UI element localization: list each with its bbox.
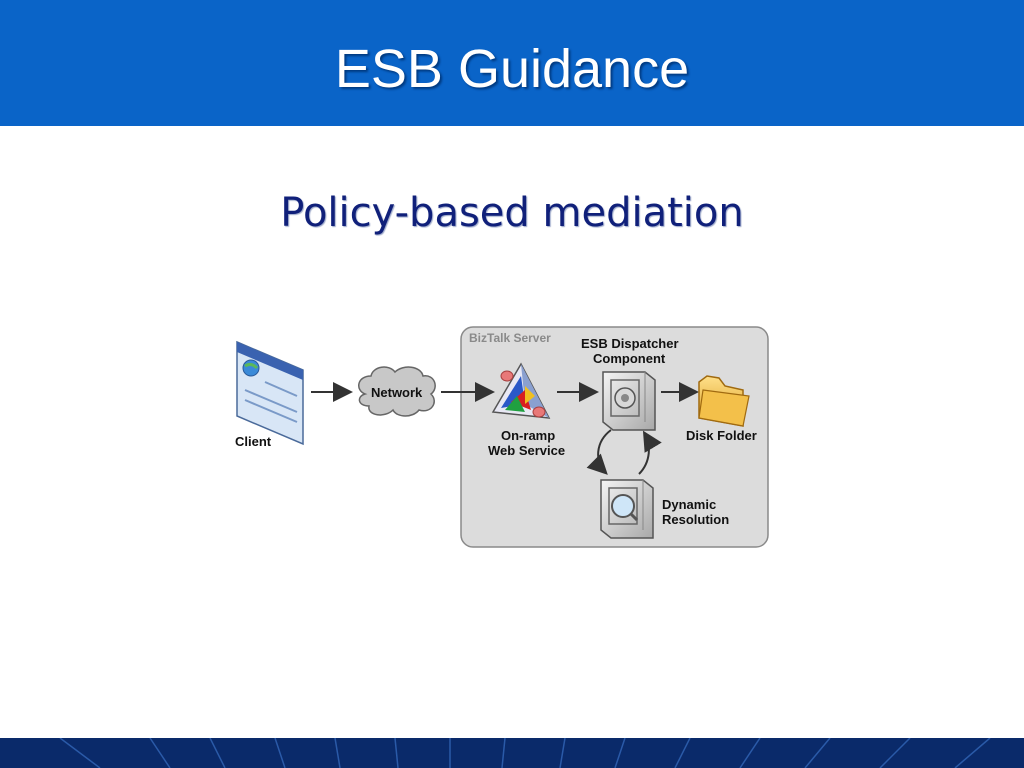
onramp-label-line1: On-ramp (501, 428, 556, 443)
client-window-icon (236, 340, 304, 446)
dispatcher-cube-icon (602, 371, 656, 431)
slide-header: ESB Guidance (0, 0, 1024, 126)
slide-title: ESB Guidance (334, 39, 690, 99)
dispatcher-label-line2: Component (593, 351, 666, 366)
diagram-canvas (236, 326, 769, 548)
onramp-prism-icon (491, 362, 551, 419)
footer-pattern (59, 738, 991, 768)
resolution-label-line1: Dynamic (662, 497, 717, 512)
resolution-label-line2: Resolution (662, 512, 730, 527)
arrow-resolution-dispatcher (638, 430, 662, 475)
disk-folder-label: Disk Folder (686, 428, 757, 443)
onramp-label-line2: Web Service (488, 443, 566, 458)
slide-footer-band (0, 738, 1024, 768)
mediation-diagram: BizTalk Server Client Network On-ramp We… (225, 320, 785, 560)
network-cloud-icon (358, 366, 436, 417)
network-label: Network (371, 385, 423, 400)
arrow-dispatcher-resolution (586, 429, 612, 475)
folder-icon (698, 375, 750, 427)
resolution-magnifier-icon (600, 479, 654, 539)
slide-subtitle: Policy-based mediation (280, 190, 744, 236)
dispatcher-label-line1: ESB Dispatcher (581, 336, 679, 351)
client-label: Client (235, 434, 272, 449)
biztalk-server-label: BizTalk Server (469, 331, 551, 345)
